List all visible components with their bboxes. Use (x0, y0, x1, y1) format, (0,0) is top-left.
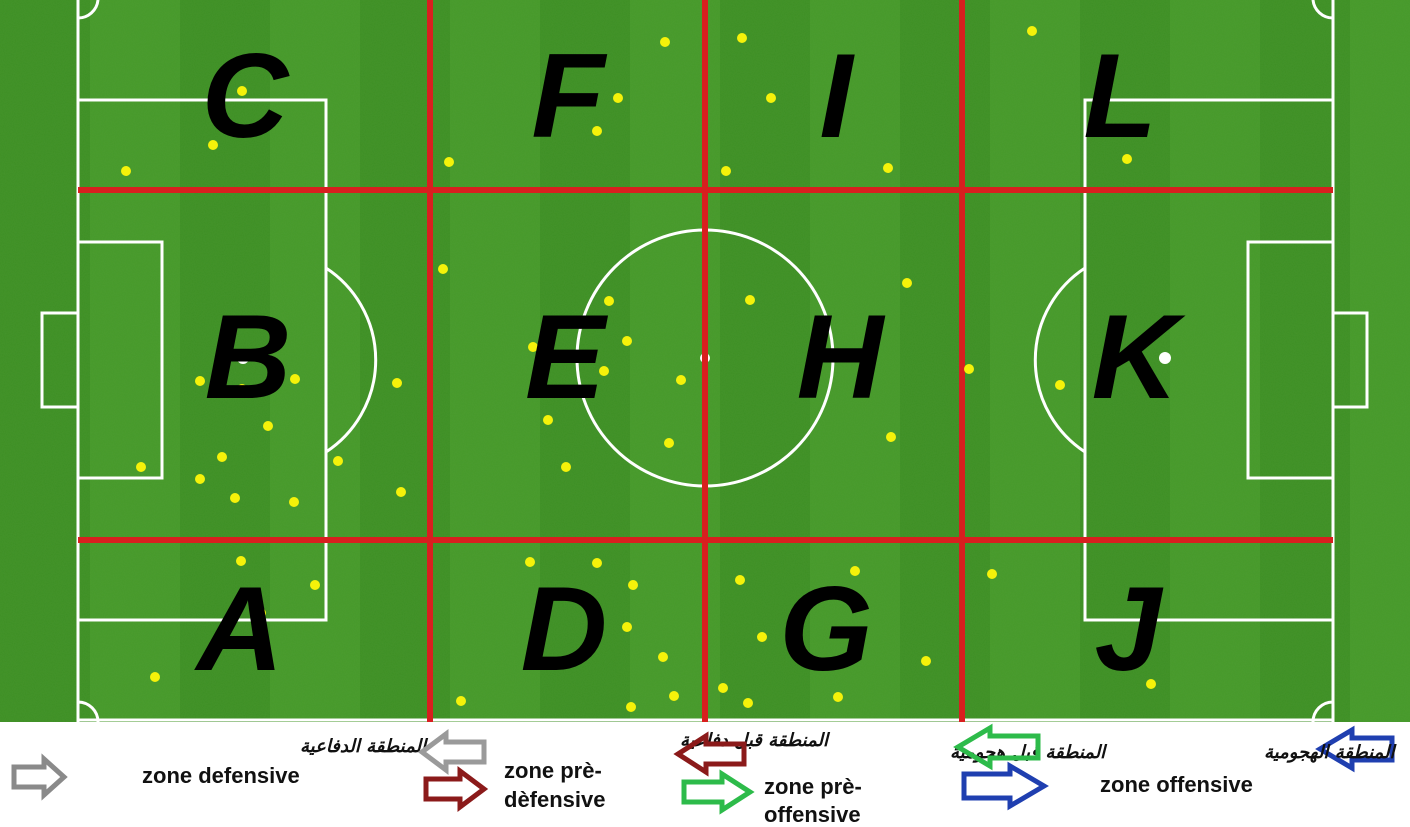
legend: المنطقة الدفاعية zone defensive المنطقة … (0, 722, 1410, 827)
zone-label-i: I (819, 29, 855, 163)
right-arrow-icon (964, 766, 1044, 806)
zone-label-d: D (521, 562, 608, 696)
pre-defensive-french-line2: dèfensive (504, 787, 606, 812)
zone-label-l: L (1083, 29, 1156, 163)
offensive-french-label: zone offensive (1100, 772, 1253, 797)
pre-defensive-french-line1: zone prè- (504, 758, 602, 783)
right-arrow-icon (684, 774, 750, 810)
left-arrow-icon (422, 734, 484, 770)
zone-label-e: E (525, 290, 609, 424)
zone-label-c: C (202, 29, 291, 163)
zone-label-f: F (531, 29, 607, 163)
zone-label-k: K (1092, 290, 1186, 424)
right-arrow-icon (14, 759, 64, 795)
pre-offensive-french-line1: zone prè- (764, 774, 862, 799)
zone-label-a: A (194, 562, 284, 696)
legend-defensive: المنطقة الدفاعية zone defensive (14, 736, 429, 795)
legend-pre-defensive: المنطقة قبل دفاعية zone prè- dèfensive (422, 730, 831, 812)
right-arrow-icon (426, 771, 484, 807)
offensive-arabic-label: المنطقة الهجومية (1264, 742, 1398, 763)
legend-pre-offensive: المنطقة قبل هجومية zone prè- offensive (678, 736, 1108, 827)
pre-offensive-french-line2: offensive (764, 802, 861, 827)
legend-offensive: المنطقة الهجومية zone offensive (958, 728, 1398, 806)
football-pitch: C F I L B E H K A D G J (0, 0, 1410, 722)
defensive-arabic-label: المنطقة الدفاعية (300, 736, 429, 757)
defensive-french-label: zone defensive (142, 763, 300, 788)
zone-label-h: H (797, 290, 886, 424)
zone-label-j: J (1095, 562, 1164, 696)
zone-label-b: B (205, 290, 292, 424)
zone-label-g: G (779, 562, 872, 696)
